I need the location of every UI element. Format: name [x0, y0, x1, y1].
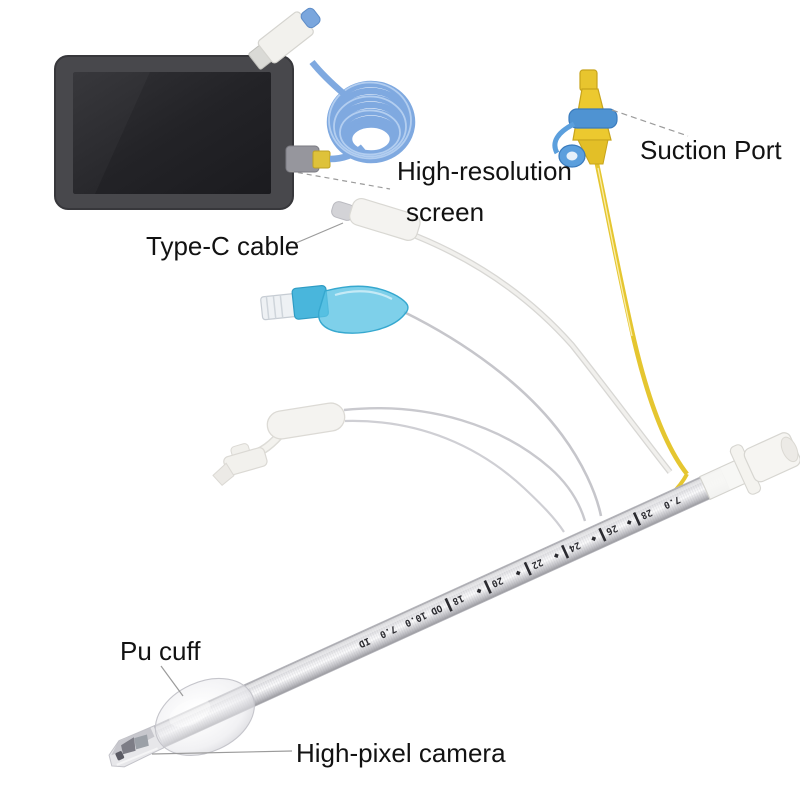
label-high-pixel-camera: High-pixel camera: [296, 738, 506, 768]
blue-pilot-line: [403, 310, 603, 517]
white-pilot-line-1: [343, 407, 587, 522]
monitor: [54, 55, 331, 210]
label-high-res-line1: High-resolution: [397, 156, 572, 186]
camera-window: [134, 734, 149, 750]
connector-opening: [780, 436, 799, 463]
white-balloon-valve: [212, 443, 268, 486]
cable-to-usb: [309, 59, 347, 97]
type-c-connector: [331, 197, 421, 241]
tube-texture: [146, 467, 730, 752]
marking-id-label: ID: [356, 635, 371, 650]
usb-strain-relief: [300, 7, 321, 29]
leader-suction-port: [611, 109, 689, 137]
blue-balloon-highlight: [334, 290, 393, 300]
camera-lens: [115, 751, 125, 761]
suction-cone-neck: [577, 139, 609, 165]
blue-balloon-body: [317, 285, 409, 334]
label-type-c-cable: Type-C cable: [146, 231, 300, 261]
marking-depth-26: 26: [604, 522, 619, 537]
suction-tether: [552, 121, 576, 155]
cable-coil-highlight: [328, 81, 412, 160]
marking-depth-22: 22: [530, 556, 545, 571]
leader-high-res-screen: [288, 170, 391, 190]
pilot-balloon-blue: [260, 284, 603, 517]
marking-depth-24: 24: [567, 539, 582, 554]
leader-pu-cuff: [160, 665, 184, 697]
suction-cap: [579, 69, 598, 92]
marking-bars: [444, 512, 642, 612]
cuff: [154, 677, 255, 756]
et-tube: ID 7.0 OD 10.0 18 20 22 24 26 28 7.0: [108, 432, 800, 768]
leader-type-c: [295, 222, 344, 244]
label-suction-port: Suction Port: [640, 135, 782, 165]
marking-depth-20: 20: [489, 574, 504, 589]
type-c-body: [349, 197, 421, 241]
cuff-highlight: [169, 698, 211, 728]
monitor-plug-yellow-tip: [312, 150, 331, 169]
coiled-cable: [309, 59, 416, 164]
marking-depth-18: 18: [450, 592, 465, 607]
type-c-cable-core: [415, 234, 672, 474]
label-pu-cuff: Pu cuff: [120, 636, 201, 666]
monitor-screen: [73, 72, 271, 194]
label-high-res-line2: screen: [406, 197, 485, 227]
suction-tube: [594, 163, 689, 476]
tube-sheen: [147, 469, 723, 735]
marking-diamonds: [476, 520, 632, 594]
marking-depth-28: 28: [639, 506, 654, 521]
type-c-cable-outline: [414, 233, 673, 474]
tip-highlight: [116, 747, 159, 766]
pilot-balloon-white: [212, 402, 587, 533]
blue-luer-valve: [260, 284, 329, 321]
suction-tether-cap-hole: [566, 151, 578, 161]
tube-connector-15mm: [699, 432, 800, 501]
usb-connector: [248, 7, 321, 70]
camera-module: [121, 737, 136, 755]
leader-camera: [151, 750, 293, 755]
suction-tube-highlight: [597, 167, 633, 337]
white-balloon-body: [266, 402, 346, 440]
white-pilot-line-2: [344, 419, 565, 533]
leader-lines: [151, 109, 689, 755]
suction-collar: [568, 108, 618, 129]
